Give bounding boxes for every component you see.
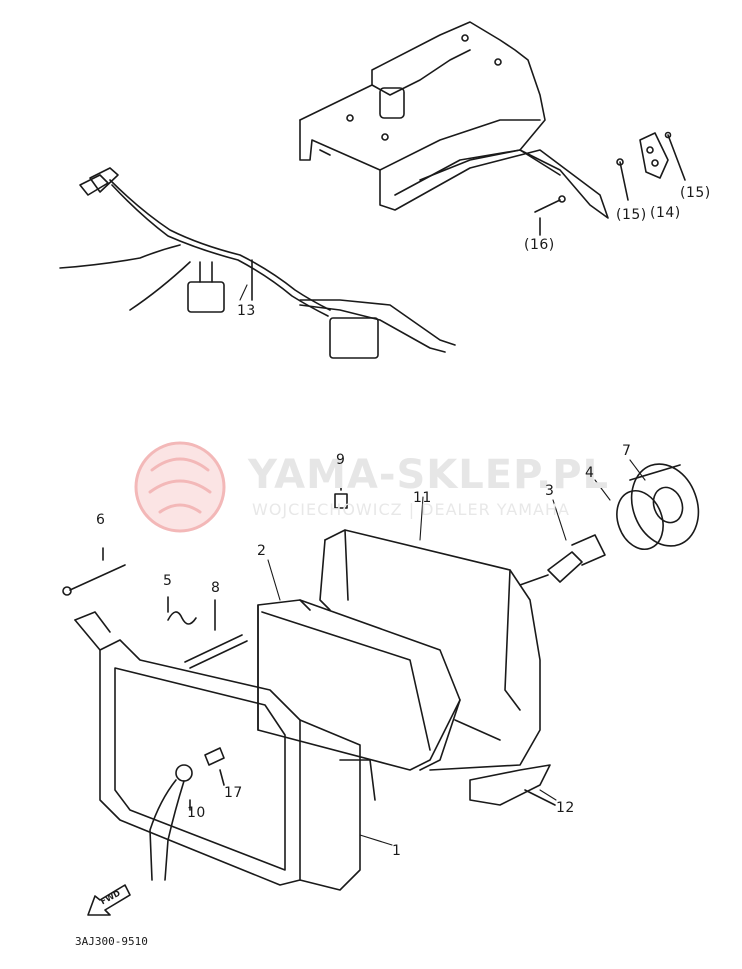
part-label-11: 11	[413, 490, 432, 506]
wire-harness-13	[59, 167, 456, 359]
bolt-16	[534, 195, 566, 236]
part-label-9: 9	[336, 452, 346, 468]
spring-8	[184, 599, 248, 669]
part-label-10: 10	[187, 805, 206, 821]
part-label-17: 17	[224, 785, 243, 801]
bolt-6	[62, 547, 126, 596]
headlight-lens-unit-2	[257, 599, 461, 771]
part-label-5: 5	[163, 573, 173, 589]
socket-10	[149, 764, 193, 881]
part-label-15a: (15)	[616, 207, 647, 223]
nut-9	[334, 467, 348, 509]
part-label-8: 8	[211, 580, 221, 596]
part-label-14: (14)	[650, 205, 681, 221]
fwd-arrow-icon	[87, 884, 131, 916]
part-label-16: (16)	[524, 237, 555, 253]
part-label-2: 2	[257, 543, 267, 559]
part-label-7: 7	[622, 443, 632, 459]
part-label-12: 12	[556, 800, 575, 816]
bulb-17	[204, 747, 225, 786]
leader-lines	[239, 284, 646, 846]
part-label-6: 6	[96, 512, 106, 528]
watermark-logo	[134, 441, 226, 533]
diagram-code: 3AJ300-9510	[75, 935, 148, 948]
part-label-4: 4	[585, 465, 595, 481]
bulb-cover-7	[616, 463, 700, 550]
part-label-1: 1	[392, 843, 402, 859]
part-label-13: 13	[237, 303, 256, 319]
headlight-stay-bracket	[299, 21, 609, 219]
watermark-name: YAMA-SKLEP.PL	[248, 452, 610, 498]
small-plate-14	[616, 131, 686, 201]
spring-clip-5	[167, 596, 197, 625]
part-label-3: 3	[545, 483, 555, 499]
bulb-3	[519, 534, 606, 586]
headlight-frame-1	[74, 611, 376, 891]
watermark-subtitle: WOJCIECHOWICZ | DEALER YAMAHA	[252, 500, 570, 519]
part-label-15b: (15)	[680, 185, 711, 201]
bracket-12	[469, 764, 556, 806]
headlight-body-11	[319, 529, 541, 771]
